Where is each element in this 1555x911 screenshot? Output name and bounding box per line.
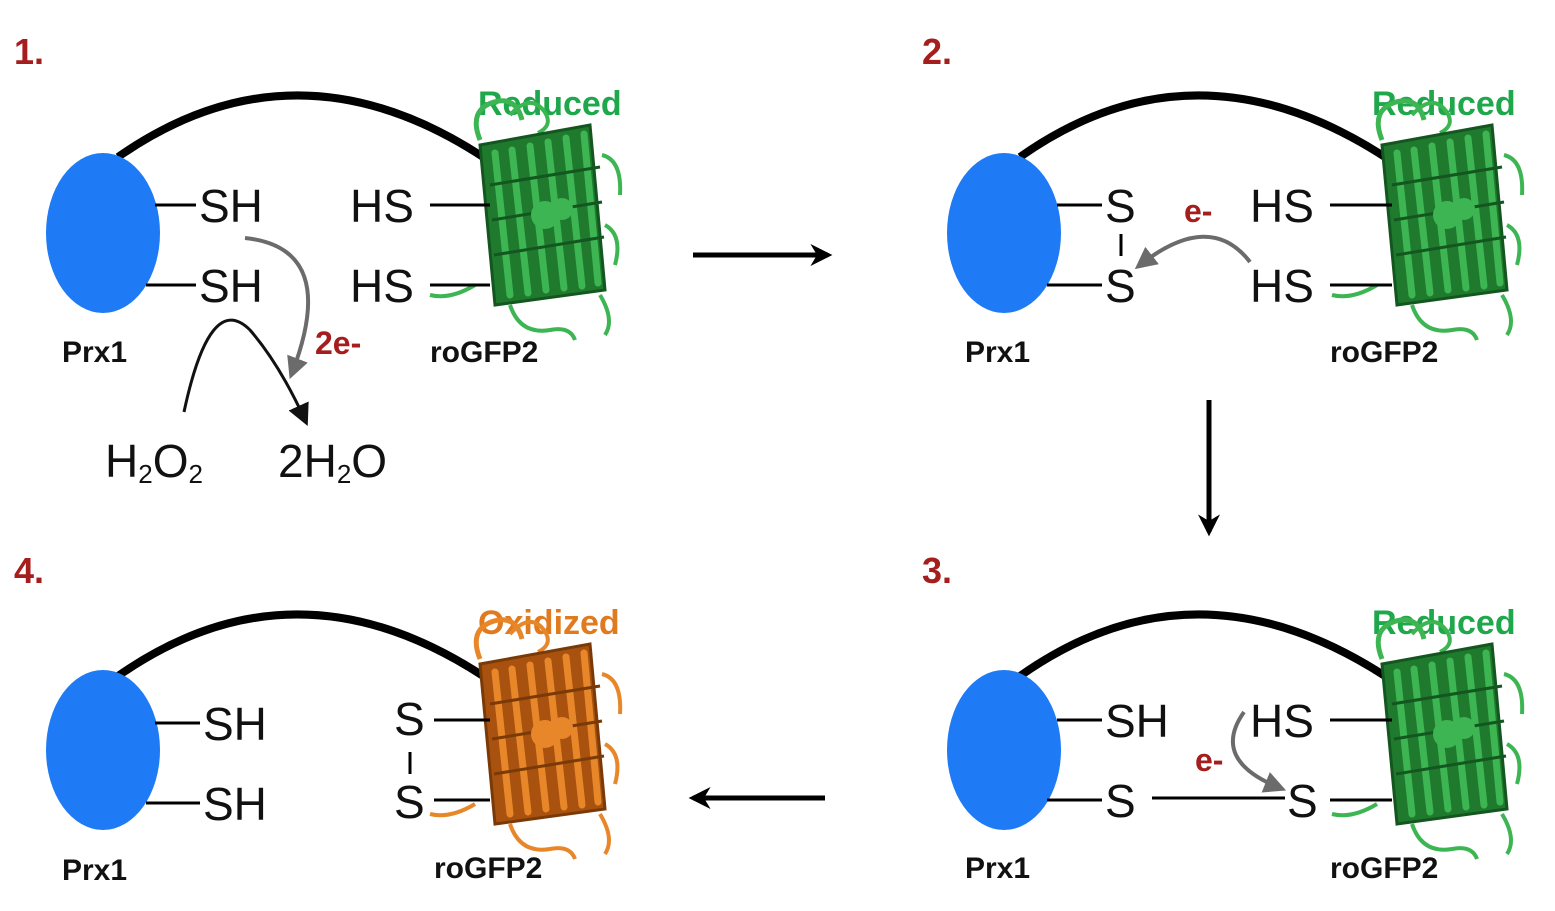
rogfp-thiol: HS	[350, 260, 414, 312]
product-water: 2H2O	[278, 435, 387, 489]
panel-1: 1. Reduced SH SH HS HS 2e- H2O2 2H2O Prx…	[14, 31, 622, 489]
prx1-sulfur: S	[1105, 775, 1136, 827]
prx1-label: Prx1	[965, 336, 1030, 369]
prx1-ellipse-icon	[46, 670, 160, 830]
electron-transfer-arrow	[244, 236, 311, 380]
rogfp-thiol: HS	[1250, 695, 1314, 747]
rogfp-barrel-icon	[430, 101, 620, 340]
rogfp-sulfur: S	[394, 776, 425, 828]
reactant-h2o2: H2O2	[105, 435, 203, 489]
rogfp-label: roGFP2	[434, 852, 542, 885]
prx1-ellipse-icon	[947, 670, 1061, 830]
electron-label: e-	[1195, 742, 1223, 778]
rogfp-sulfur: S	[394, 693, 425, 745]
step-number: 4.	[14, 550, 44, 591]
rogfp-label: roGFP2	[430, 336, 538, 369]
prx1-sulfur: S	[1105, 260, 1136, 312]
prx1-thiol: SH	[203, 698, 267, 750]
prx1-label: Prx1	[62, 854, 127, 887]
electron-transfer-arrow	[1134, 234, 1252, 270]
reaction-arrow	[182, 318, 309, 427]
electron-label: 2e-	[315, 325, 361, 361]
prx1-thiol: SH	[199, 260, 263, 312]
panel-3: 3. Reduced SH S HS S e- Prx1 roGFP2	[922, 550, 1522, 885]
prx1-label: Prx1	[62, 336, 127, 369]
rogfp-label: roGFP2	[1330, 336, 1438, 369]
step-number: 1.	[14, 31, 44, 72]
linker-arc	[1017, 610, 1400, 688]
prx1-thiol: SH	[1105, 695, 1169, 747]
linker-arc	[1017, 91, 1400, 169]
electron-transfer-arrow	[1231, 710, 1287, 793]
prx1-ellipse-icon	[947, 153, 1061, 313]
panel-2: 2. Reduced S S HS HS e- Prx1 roGFP2	[922, 31, 1522, 369]
rogfp-thiol: HS	[350, 180, 414, 232]
prx1-thiol: SH	[203, 778, 267, 830]
rogfp-thiol: HS	[1250, 260, 1314, 312]
rogfp-sulfur: S	[1287, 775, 1318, 827]
prx1-label: Prx1	[965, 852, 1030, 885]
step-number: 2.	[922, 31, 952, 72]
linker-arc	[115, 91, 498, 169]
prx1-ellipse-icon	[46, 153, 160, 313]
prx1-sulfur: S	[1105, 180, 1136, 232]
rogfp-barrel-icon	[430, 620, 620, 859]
rogfp-thiol: HS	[1250, 180, 1314, 232]
linker-arc	[115, 610, 498, 688]
electron-label: e-	[1184, 193, 1212, 229]
state-label: Reduced	[478, 85, 622, 123]
step-number: 3.	[922, 550, 952, 591]
rogfp-barrel-icon	[1332, 101, 1522, 340]
rogfp-barrel-icon	[1332, 620, 1522, 859]
prx1-thiol: SH	[199, 180, 263, 232]
rogfp-label: roGFP2	[1330, 852, 1438, 885]
panel-4: 4. Oxidized SH SH S S Prx1 roGFP2	[14, 550, 620, 887]
